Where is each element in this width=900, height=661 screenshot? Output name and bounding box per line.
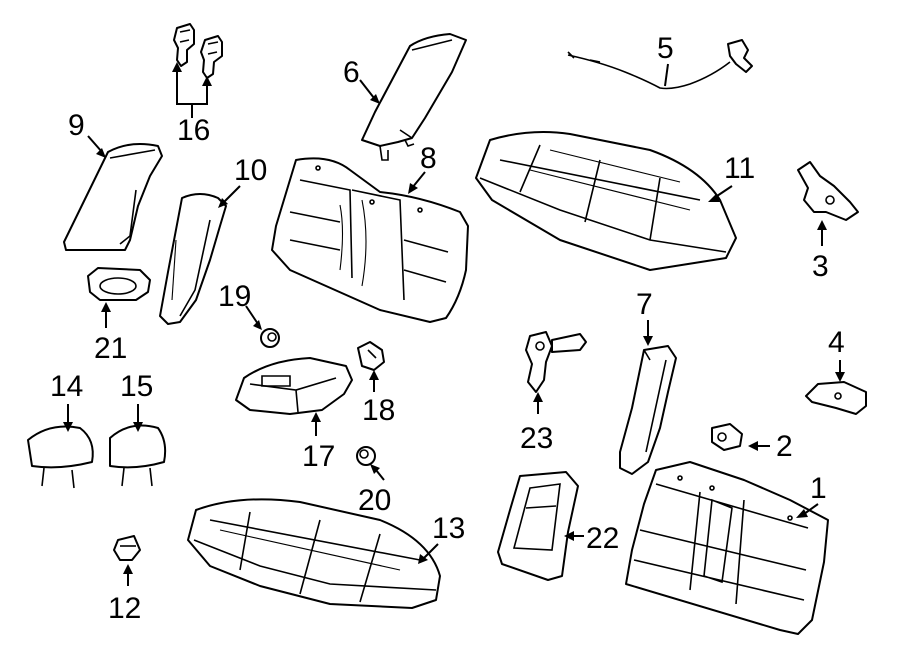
part-2-small-clip [711,423,743,451]
part-21-cup-holder [87,267,151,301]
callout-12: 12 [108,592,141,625]
part-3-hinge-bracket [797,161,859,221]
callout-8: 8 [420,142,437,175]
callout-9: 9 [68,109,85,142]
callout-18: 18 [362,394,395,427]
leader-6 [359,79,375,99]
part-6-side-bolster [361,33,467,161]
part-19-bumper-stop [260,328,280,348]
callout-15: 15 [120,370,153,403]
part-20-bumper-stop [356,446,376,466]
part-5-release-cable [567,39,753,90]
callout-23: 23 [520,422,553,455]
callout-22: 22 [586,522,619,555]
part-4-latch-bracket [805,381,867,415]
callout-6: 6 [343,56,360,89]
callout-10: 10 [234,154,267,187]
callout-5: 5 [657,32,674,65]
callout-3: 3 [812,250,829,283]
part-7-side-bolster [619,345,677,475]
part-10-side-bolster [159,193,227,325]
callout-21: 21 [94,332,127,365]
callout-17: 17 [302,440,335,473]
callout-4: 4 [828,326,845,359]
part-14-headrest [27,425,94,489]
part-16-headrest-guides [172,23,223,118]
callout-20: 20 [358,484,391,517]
callout-16: 16 [177,114,210,147]
part-22-pass-through-frame [497,471,579,581]
part-12-push-clip [113,535,141,561]
part-1-seat-back-frame [625,461,829,635]
part-13-seat-cushion [187,498,441,609]
part-17-armrest [235,357,353,415]
callout-7: 7 [636,288,653,321]
part-23-lock-cylinder [525,331,587,393]
callout-14: 14 [50,370,83,403]
part-9-side-panel [63,143,163,251]
callout-1: 1 [810,472,827,505]
callout-2: 2 [776,430,793,463]
part-15-headrest [109,424,167,487]
callout-11: 11 [724,152,755,185]
part-11-seat-cushion [475,131,737,271]
callout-13: 13 [432,512,465,545]
part-8-seat-back-cushion [271,157,469,323]
part-18-clip [357,341,385,371]
